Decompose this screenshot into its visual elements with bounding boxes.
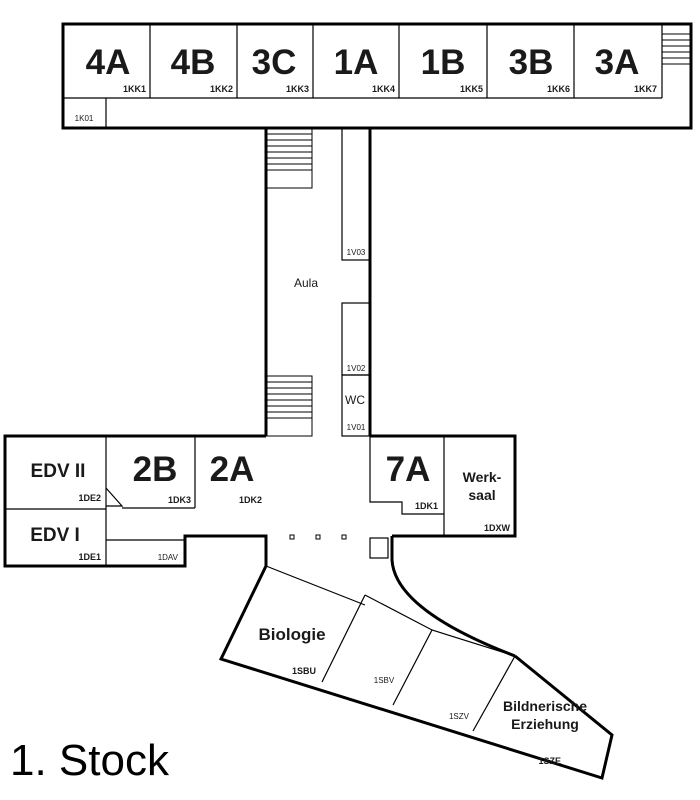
right-wing: 7A 1DK1 Werk- saal 1DXW	[369, 434, 517, 538]
werksaal-label-line1: Werk-	[463, 469, 502, 485]
room-1sbv-code: 1SBV	[374, 676, 395, 685]
room-1b-label: 1B	[421, 43, 466, 82]
south-wing: Biologie 1SBU 1SBV 1SZV Bildnerische Erz…	[218, 536, 614, 780]
room-1a-code: 1KK4	[372, 84, 395, 94]
room-1a-label: 1A	[334, 43, 379, 82]
left-wing: EDV II 1DE2 2B 1DK3 2A 1DK2 EDV I 1DE1 1…	[3, 434, 268, 568]
room-4b-label: 4B	[171, 43, 216, 82]
room-1v03-code: 1V03	[347, 248, 366, 257]
room-7a-code: 1DK1	[415, 501, 438, 511]
room-3a-code: 1KK7	[634, 84, 657, 94]
aula-area: Aula 1V03 1V02 WC 1V01	[264, 127, 389, 559]
room-2a-label: 2A	[210, 450, 255, 489]
stairs-lower	[265, 375, 313, 437]
biologie-label: Biologie	[258, 625, 325, 644]
room-2b-code: 1DK3	[168, 495, 191, 505]
werksaal-code: 1DXW	[484, 523, 511, 533]
room-1v01-code: 1V01	[347, 423, 366, 432]
room-4b-code: 1KK2	[210, 84, 233, 94]
room-1szv-code: 1SZV	[449, 712, 470, 721]
room-2a-code: 1DK2	[239, 495, 262, 505]
room-7a-label: 7A	[386, 450, 431, 489]
bildnerische-label-line1: Bildnerische	[503, 698, 587, 714]
edv2-label: EDV II	[31, 461, 86, 482]
room-1dav-code: 1DAV	[158, 553, 179, 562]
room-4a-code: 1KK1	[123, 84, 146, 94]
biologie-code: 1SBU	[292, 666, 316, 676]
edv1-label: EDV I	[30, 525, 80, 546]
floor-title: 1. Stock	[10, 736, 169, 785]
room-2b-label: 2B	[133, 450, 178, 489]
room-4a-label: 4A	[86, 43, 131, 82]
edv2-code: 1DE2	[78, 493, 101, 503]
room-3b-code: 1KK6	[547, 84, 570, 94]
room-1v02-code: 1V02	[347, 364, 366, 373]
room-1b-code: 1KK5	[460, 84, 483, 94]
bildnerische-label-line2: Erziehung	[511, 716, 579, 732]
wc-label: WC	[345, 393, 365, 407]
stairs-upper	[265, 127, 313, 189]
room-3b-label: 3B	[509, 43, 554, 82]
top-wing: 4A 1KK1 4B 1KK2 3C 1KK3 1A 1KK4 1B 1KK5 …	[61, 22, 693, 130]
room-3c-label: 3C	[252, 43, 297, 82]
werksaal-label-line2: saal	[468, 487, 495, 503]
corridor-code: 1K01	[75, 114, 94, 123]
edv1-code: 1DE1	[78, 552, 101, 562]
stairs-top-right	[662, 33, 691, 65]
bildnerische-code: 1SZE	[538, 756, 561, 766]
room-3c-code: 1KK3	[286, 84, 309, 94]
room-3a-label: 3A	[595, 43, 640, 82]
aula-label: Aula	[294, 276, 318, 290]
